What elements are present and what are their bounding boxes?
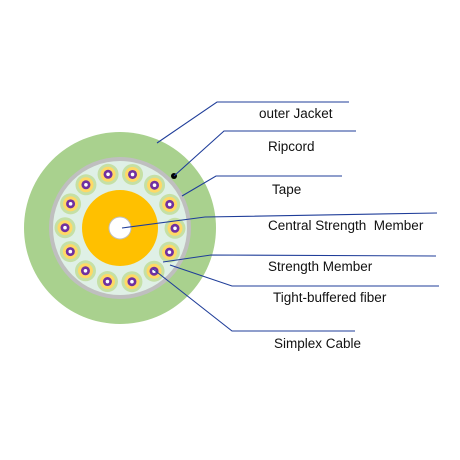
simplex-cable [97, 163, 119, 185]
fiber-core [68, 202, 73, 206]
leader-tape [181, 175, 342, 197]
simplex-cable-ring [54, 163, 186, 293]
fiber-core [130, 279, 134, 284]
simplex-cable [158, 241, 180, 263]
label-tight-buffered-fiber: Tight-buffered fiber [273, 290, 387, 305]
fiber-core [130, 172, 135, 177]
leader-tight-buffered-fiber [169, 264, 439, 287]
fiber-core [105, 279, 110, 284]
label-ripcord: Ripcord [268, 139, 315, 154]
simplex-cable [143, 260, 165, 282]
leader-strength-member [162, 254, 437, 263]
leader-lines [121, 101, 439, 332]
fiber-core [83, 269, 88, 273]
fiber-core [84, 183, 88, 187]
label-strength-member: Strength Member [268, 259, 373, 274]
simplex-cable [96, 271, 118, 293]
simplex-cable [159, 193, 181, 215]
fiber-core [173, 226, 177, 231]
leader-ripcord [173, 130, 356, 177]
simplex-cable [54, 217, 76, 239]
simplex-cable [60, 193, 82, 215]
simplex-cable [74, 260, 96, 282]
simplex-cable [59, 241, 81, 263]
fiber-core [63, 225, 67, 230]
simplex-cable [122, 163, 144, 185]
simplex-cable [144, 174, 166, 196]
fiber-core [106, 172, 110, 177]
simplex-cable [75, 174, 97, 196]
leader-central-strength-member [121, 212, 438, 229]
label-central-strength-member: Central Strength Member [268, 218, 424, 233]
callout-labels: outer Jacket Ripcord Tape Central Streng… [259, 106, 424, 351]
fiber-core [167, 202, 172, 207]
label-outer-jacket: outer Jacket [259, 106, 333, 121]
central-strength-member-core [108, 216, 132, 240]
simplex-cable [164, 217, 186, 239]
cable-cross-section [24, 132, 216, 324]
fiber-core [167, 250, 172, 254]
label-simplex-cable: Simplex Cable [274, 336, 361, 351]
simplex-cable [121, 271, 143, 293]
leader-outer-jacket [156, 101, 349, 144]
label-tape: Tape [272, 182, 301, 197]
fiber-core [152, 183, 157, 187]
leader-simplex-cable [152, 268, 355, 332]
fiber-core [68, 249, 73, 254]
